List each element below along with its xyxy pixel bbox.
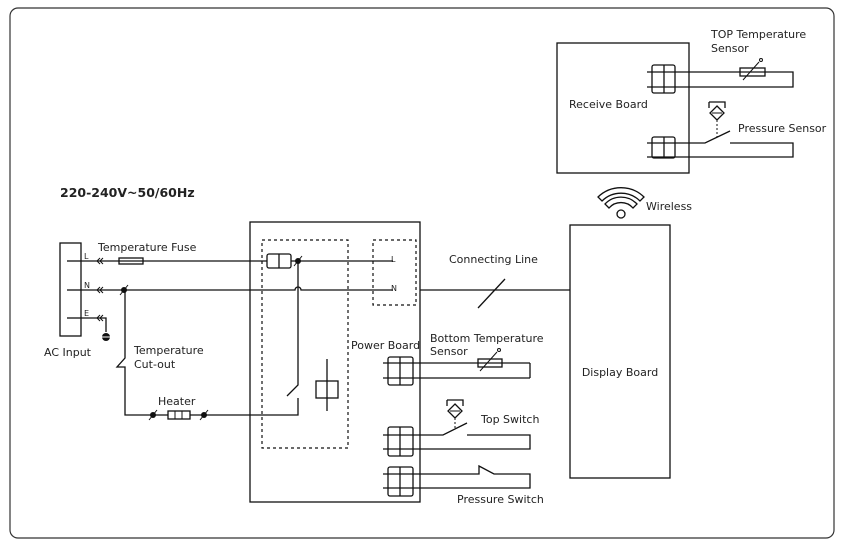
ac-input: L N E AC Input [44,242,92,359]
display-board-label: Display Board [582,366,658,379]
connecting-line-label: Connecting Line [449,253,538,266]
pressure-switch-circuit [383,464,531,497]
ground-icon [102,333,110,341]
board-terminal-n: N [391,284,397,293]
top-sensor-label-1: TOP Temperature [710,28,806,41]
wireless-label: Wireless [646,200,692,213]
power-board-label: Power Board [351,339,420,352]
bottom-sensor-connector [383,356,531,386]
heater-circuit [115,290,299,416]
temperature-cutout-label-1: Temperature [133,344,204,357]
thermistor-icon [477,348,503,372]
temperature-fuse-label: Temperature Fuse [97,241,197,254]
crimp-icons [119,255,303,421]
wifi-icon [597,187,645,219]
supply-label: 220-240V~50/60Hz [60,185,195,200]
receive-board [556,42,690,174]
display-board [569,224,671,479]
pressure-actuator-icon [446,399,464,419]
terminal-n: N [84,281,90,290]
top-switch-circuit [383,418,531,457]
pressure-sensor-circuit [647,120,794,159]
heater-label: Heater [158,395,196,408]
bottom-sensor-label-2: Sensor [430,345,468,358]
heater-icon [167,410,191,420]
terminal-e: E [84,309,89,318]
top-sensor-circuit [647,64,794,94]
power-board [249,221,421,503]
ac-input-label: AC Input [44,346,92,359]
relay-coil-icon [315,359,339,411]
terminal-l: L [84,252,89,261]
relay-area [261,239,349,449]
temperature-cutout-label-2: Cut-out [134,358,176,371]
bottom-sensor-label-1: Bottom Temperature [430,332,544,345]
temperature-fuse-icon [118,257,144,265]
relay-contact-connector [266,253,292,269]
top-sensor-label-2: Sensor [711,42,749,55]
connecting-line-slash [477,278,506,309]
top-thermistor-icon [739,58,766,81]
diagram-frame [9,7,835,539]
earth-wire [80,317,107,332]
pressure-switch-label: Pressure Switch [457,493,544,506]
receive-board-label: Receive Board [569,98,648,111]
pressure-sensor-icon [708,101,726,121]
board-terminal-l: L [391,255,396,264]
top-switch-label: Top Switch [480,413,539,426]
pressure-sensor-label: Pressure Sensor [738,122,827,135]
power-terminal-area [372,239,417,306]
relay-switch [286,261,299,397]
